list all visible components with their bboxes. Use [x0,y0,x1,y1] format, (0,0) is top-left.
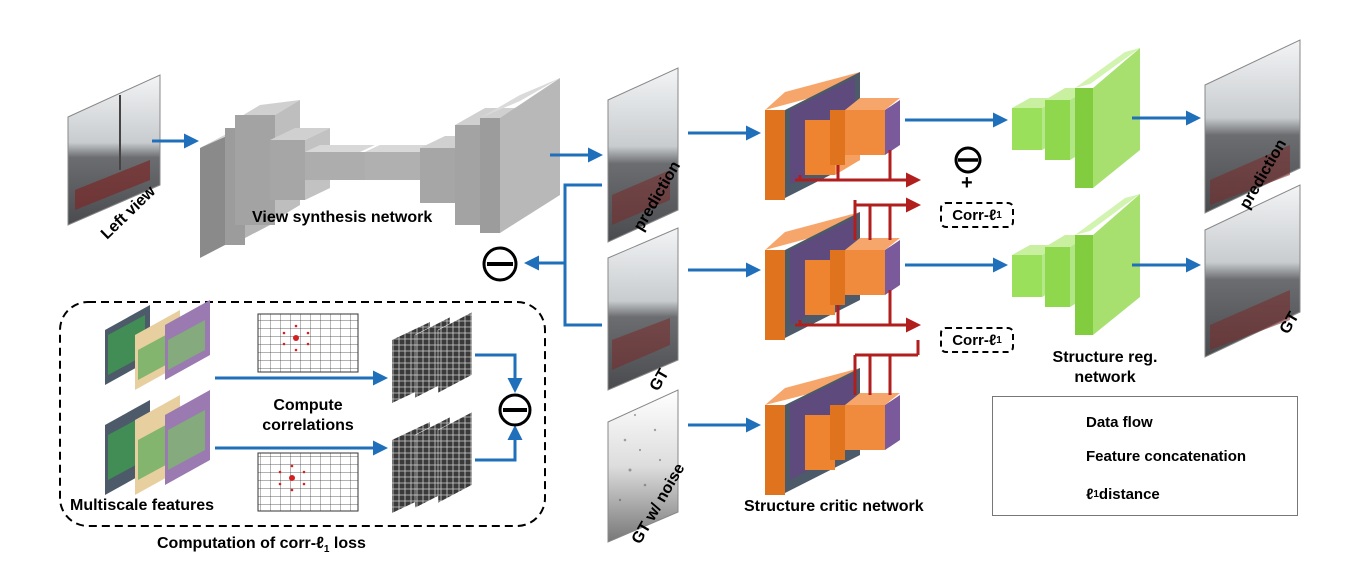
l1-distance-branch [524,183,602,327]
l1-distance-symbol [482,246,518,282]
compute-correlations-label: Compute correlations [248,396,368,436]
legend-l1-suffix: distance [1098,485,1160,503]
compute-correlations-line1: Compute [273,397,343,414]
correlation-grid-bottom [257,452,359,512]
structure-critic-1 [765,72,900,200]
structure-critic-label: Structure critic network [744,498,924,515]
multiscale-features-top [105,300,210,390]
corr-l1-sub-bottom: 1 [996,334,1002,346]
gt-output-image [1204,184,1301,358]
prediction-output-image [1204,39,1301,214]
legend-l1-label: ℓ [1086,485,1094,503]
structure-reg-label-line1: Structure reg. [1052,349,1158,366]
structure-reg-label: Structure reg. network [1050,348,1160,388]
structure-reg-network-2 [1012,194,1140,335]
legend-row-feature-concat: Feature concatenation [1086,444,1246,468]
multiscale-features-label: Multiscale features [70,497,215,514]
correlation-grid-top [257,313,359,373]
computation-caption-sub: 1 [323,544,330,556]
gt-input-image [607,227,679,391]
feature-concat-bottom [853,340,920,395]
compute-correlations-line2: correlations [262,417,354,434]
corr-l1-sub-top: 1 [996,209,1002,221]
left-view-image [67,74,161,226]
corr-l1-text-bottom: Corr-ℓ [952,331,997,349]
feature-concat-top [795,150,921,188]
plus-sign: + [961,172,973,194]
gt-noise-input-image [607,389,679,543]
corr-l1-text-top: Corr-ℓ [952,206,997,224]
legend-row-data-flow: Data flow [1086,410,1153,434]
prediction-input-image [607,67,679,243]
view-synthesis-label: View synthesis network [252,209,433,226]
l1-distance-symbol-corr [954,146,982,174]
legend-data-flow-label: Data flow [1086,413,1153,431]
correlation-maps-top [392,311,473,403]
correlation-maps-bottom [392,411,473,513]
legend-feature-concat-label: Feature concatenation [1086,447,1247,465]
multiscale-features-bottom [105,390,210,495]
corr-l1-computation-box [59,301,546,527]
structure-critic-2 [765,212,900,340]
data-flow-arrow [475,425,523,462]
computation-caption-suffix: loss [329,535,366,552]
data-flow-arrow [475,353,523,393]
legend-l1-sub: 1 [1093,488,1099,500]
structure-reg-label-line2: network [1074,369,1136,386]
structure-reg-network-1 [1012,48,1140,188]
computation-caption-text: Computation of corr-ℓ [157,535,324,552]
feature-concat-middle [795,197,921,333]
l1-distance-symbol-inset [498,393,532,427]
structure-critic-3 [765,368,900,495]
view-synthesis-network [200,78,560,258]
computation-caption: Computation of corr-ℓ1 loss [157,535,366,555]
